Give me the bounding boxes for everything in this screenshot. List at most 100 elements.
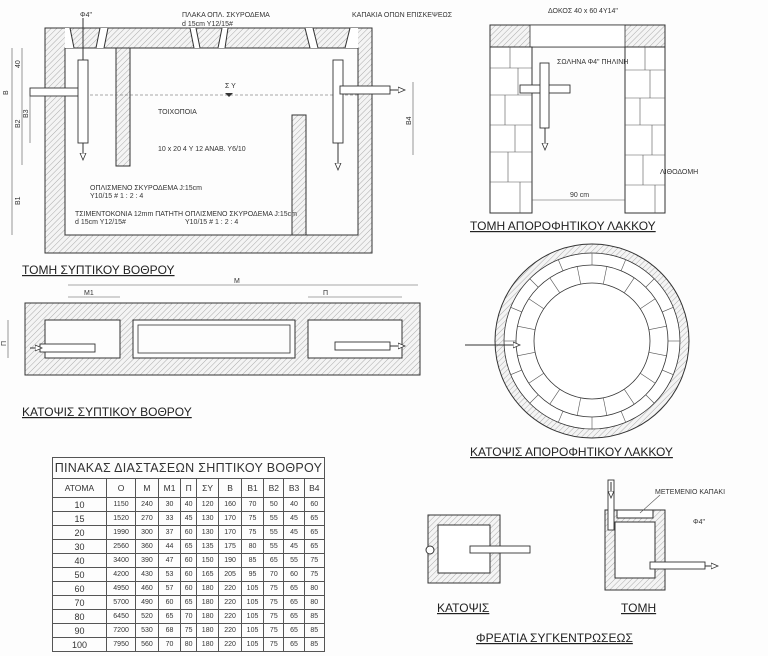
table-cell: 390 <box>135 553 159 568</box>
water-level-icon <box>225 93 233 97</box>
stone-joint <box>648 325 667 330</box>
table-cell: 220 <box>218 595 242 610</box>
pit-pipe-label: ΣΩΛΗΝΑ Φ4" ΠΗΛΙΝΗ <box>557 59 628 66</box>
table-cell: 220 <box>218 637 242 652</box>
table-cell: 45 <box>180 511 197 526</box>
stone-joint <box>558 411 564 423</box>
dim-m: M <box>234 278 240 285</box>
table-cell: 170 <box>218 525 242 540</box>
table-cell: 430 <box>135 567 159 582</box>
baffle-wall <box>291 114 307 236</box>
table-cell: 40 <box>52 553 107 568</box>
table-cell: 60 <box>52 581 107 596</box>
stone-joint <box>510 369 522 375</box>
table-cell: 53 <box>157 567 182 582</box>
concrete-floor-spec-label: Υ10/15 # 1 : 2 : 4 <box>185 219 238 226</box>
table-cell: 65 <box>180 595 197 610</box>
table-cell: 65 <box>157 609 182 624</box>
table-cell: 75 <box>263 609 285 624</box>
table-cell: 170 <box>218 511 242 526</box>
table-cell: 7200 <box>105 623 137 638</box>
table-cell: 85 <box>303 609 326 624</box>
stonework-label: ΛΙΘΟΔΟΜΗ <box>660 169 698 176</box>
stone-wall-right <box>624 46 666 214</box>
table-cell: 65 <box>303 525 326 540</box>
pit-plan: ΚΑΤΟΨΙΣ ΑΠΟΡΟΦΗΤΙΚΟΥ ΛΑΚΚΟΥ <box>465 243 690 459</box>
table-cell: 520 <box>135 609 159 624</box>
table-cell: 40 <box>180 497 197 512</box>
water-level-label: Σ Υ <box>225 83 236 90</box>
stone-joint <box>640 372 656 384</box>
table-cell: 180 <box>195 581 220 596</box>
pit-plan-title: ΚΑΤΟΨΙΣ ΑΠΟΡΟΦΗΤΙΚΟΥ ΛΑΚΚΟΥ <box>470 445 673 459</box>
table-cell: 1990 <box>105 525 137 540</box>
table-cell: 60 <box>180 525 197 540</box>
stone-joint <box>648 352 667 357</box>
stone-joint <box>640 298 656 310</box>
table-cell: 560 <box>135 637 159 652</box>
table-cell: 55 <box>283 553 305 568</box>
table-cell: 65 <box>283 595 305 610</box>
pit-tee <box>539 62 550 129</box>
stone-joint <box>603 397 608 416</box>
pit-section: ΔΟΚΟΣ 40 x 60 4Υ14" ΣΩΛΗΝΑ Φ4" ΠΗΛΙΝΗ ΛΙ… <box>470 8 698 233</box>
table-cell: 65 <box>283 637 305 652</box>
table-cell: 60 <box>157 595 182 610</box>
table-cell: 60 <box>180 581 197 596</box>
table-cell: 4950 <box>105 581 137 596</box>
stone-joint <box>620 411 626 423</box>
table-cell: 80 <box>240 539 265 554</box>
manhole-section: ΜΕΤΕΜΕΝΙΟ ΚΑΠΑΚΙ Φ4" ΤΟΜΗ <box>604 479 725 615</box>
stone-joint <box>549 389 561 405</box>
column-header: Β3 <box>283 478 305 498</box>
dim-b1: B1 <box>15 196 22 205</box>
table-cell: 57 <box>157 581 182 596</box>
table-cell: 120 <box>195 497 220 512</box>
table-cell: 180 <box>195 623 220 638</box>
concrete-floor-label: ΟΠΛΙΣΜΕΝΟ ΣΚΥΡΟΔΕΜΑ J:15cm <box>185 211 297 218</box>
dim-p: Π <box>323 290 328 297</box>
column-header: Ο <box>105 478 137 498</box>
table-cell: 45 <box>283 511 305 526</box>
table-cell: 65 <box>263 553 285 568</box>
table-cell: 70 <box>157 637 182 652</box>
table-cell: 105 <box>240 581 265 596</box>
table-cell: 105 <box>240 623 265 638</box>
table-cell: 105 <box>240 595 265 610</box>
dim-p-side: Π <box>1 341 8 346</box>
table-cell: 2560 <box>105 539 137 554</box>
pit-width-label: 90 cm <box>570 192 589 199</box>
table-cell: 65 <box>283 623 305 638</box>
table-cell: 75 <box>240 511 265 526</box>
table-cell: 65 <box>180 539 197 554</box>
pipe-diameter-label: Φ4" <box>80 12 92 19</box>
table-cell: 37 <box>157 525 182 540</box>
table-cell: 70 <box>52 595 107 610</box>
table-cell: 70 <box>240 497 265 512</box>
stone-joint <box>529 278 539 288</box>
table-cell: 135 <box>195 539 220 554</box>
table-cell: 1150 <box>105 497 137 512</box>
stone-joint <box>623 389 635 405</box>
table-cell: 7950 <box>105 637 137 652</box>
table-cell: 180 <box>195 595 220 610</box>
table-cell: 75 <box>240 525 265 540</box>
table-cell: 130 <box>195 525 220 540</box>
table-cell: 55 <box>263 511 285 526</box>
column-header: Β1 <box>240 478 265 498</box>
table-cell: 30 <box>52 539 107 554</box>
stone-joint <box>528 298 544 310</box>
stone-joint <box>517 325 536 330</box>
beam-label: 10 x 20 4 Υ 12 ΑΝΑΒ. Υ6/10 <box>158 146 246 153</box>
table-cell: 75 <box>303 567 326 582</box>
table-cell: 70 <box>263 567 285 582</box>
table-cell: 130 <box>195 511 220 526</box>
table-cell: 60 <box>303 497 326 512</box>
